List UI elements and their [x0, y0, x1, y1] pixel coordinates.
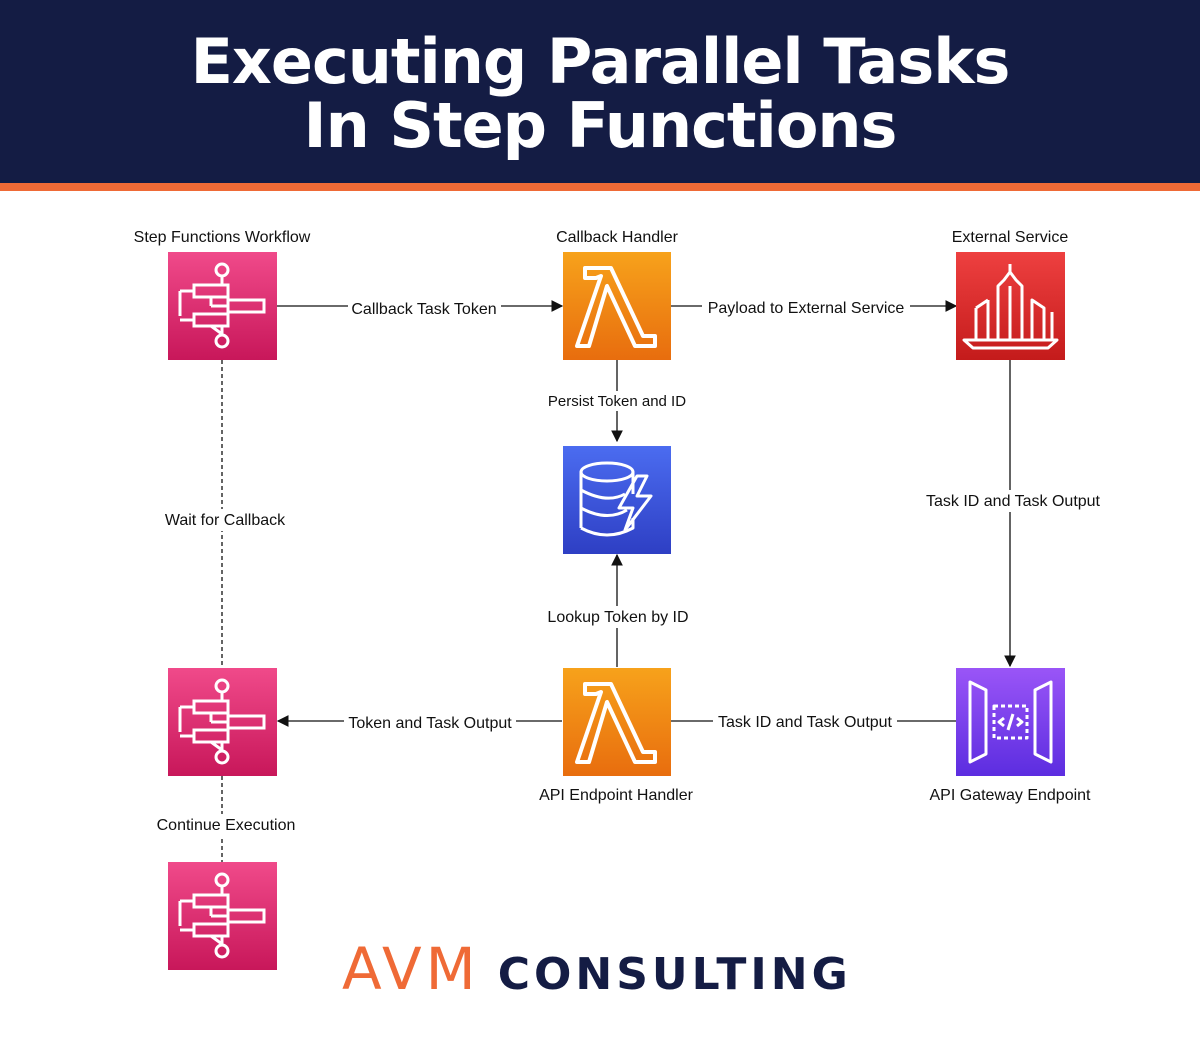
- edge-wait-for-callback: Wait for Callback: [161, 360, 289, 668]
- dynamodb-node: [563, 446, 671, 554]
- node-label-callback-handler: Callback Handler: [556, 229, 679, 246]
- edge-task-id-output-down: Task ID and Task Output: [921, 360, 1105, 668]
- brand-logo: AVM CONSULTING: [342, 935, 852, 1003]
- callback-handler-node: [563, 252, 671, 360]
- page-title: Executing Parallel Tasks In Step Functio…: [0, 30, 1200, 158]
- edge-token-and-output: Token and Task Output: [276, 712, 562, 734]
- edge-label-persist-token: Persist Token and ID: [548, 393, 686, 410]
- edge-label-wait-for-callback: Wait for Callback: [165, 512, 286, 529]
- edge-label-callback-task-token: Callback Task Token: [351, 301, 496, 318]
- external-service-icon: [962, 264, 1059, 350]
- api-gateway-icon: [968, 680, 1053, 764]
- api-gateway-endpoint-node: [956, 668, 1065, 776]
- node-label-external-service: External Service: [952, 229, 1069, 246]
- title-line-2: In Step Functions: [303, 89, 898, 162]
- dynamodb-icon: [579, 461, 653, 537]
- external-service-node: [956, 252, 1065, 360]
- header-banner: [0, 0, 1200, 183]
- api-endpoint-handler-node: [563, 668, 671, 776]
- edge-persist-token: Persist Token and ID: [545, 360, 690, 443]
- header-accent-stripe: [0, 183, 1200, 191]
- brand-suffix: CONSULTING: [497, 949, 852, 1000]
- step-functions-continue-node: [168, 862, 277, 970]
- edge-label-task-id-output-left: Task ID and Task Output: [718, 714, 893, 731]
- edge-label-token-and-output: Token and Task Output: [348, 715, 512, 732]
- edge-label-task-id-output-down: Task ID and Task Output: [926, 493, 1101, 510]
- step-functions-workflow-node: [168, 252, 277, 360]
- step-functions-resume-node: [168, 668, 277, 776]
- title-line-1: Executing Parallel Tasks: [190, 25, 1011, 98]
- edge-label-continue-execution: Continue Execution: [157, 817, 296, 834]
- edge-label-lookup-token: Lookup Token by ID: [547, 609, 688, 626]
- edge-continue-execution: Continue Execution: [152, 776, 300, 862]
- node-label-step-functions-workflow: Step Functions Workflow: [134, 229, 311, 246]
- edge-callback-task-token: Callback Task Token: [277, 296, 564, 318]
- brand-name: AVM: [342, 935, 480, 1003]
- node-label-api-endpoint-handler: API Endpoint Handler: [539, 787, 694, 804]
- edge-payload-to-external: Payload to External Service: [671, 296, 958, 318]
- edge-label-payload-to-external: Payload to External Service: [708, 300, 905, 317]
- edge-lookup-token: Lookup Token by ID: [543, 553, 693, 667]
- edge-task-id-output-left: Task ID and Task Output: [671, 711, 956, 733]
- node-label-api-gateway-endpoint: API Gateway Endpoint: [930, 787, 1092, 804]
- architecture-diagram: Callback Task Token Payload to External …: [134, 229, 1105, 970]
